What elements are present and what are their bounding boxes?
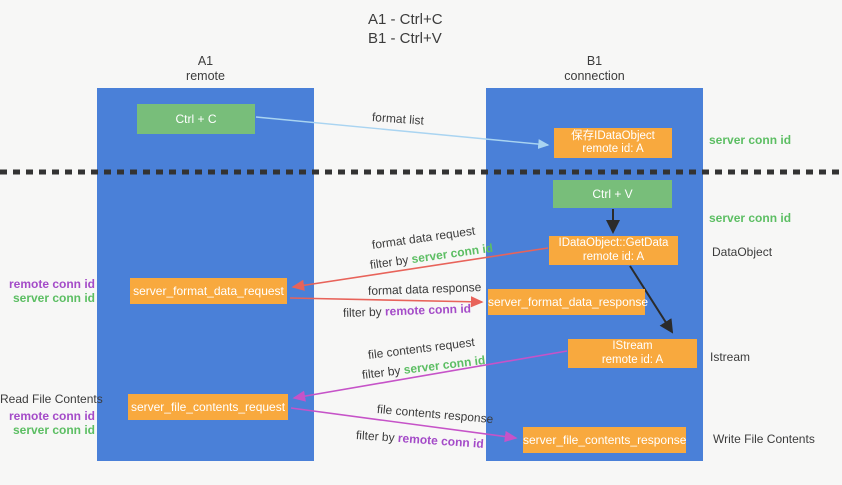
istream-line2: remote id: A	[601, 353, 664, 366]
server-conn-id-left-1: server conn id	[12, 291, 95, 305]
filter-by-remote-conn-id-label-2: filter by remote conn id	[355, 428, 485, 451]
dataobject-side-label: DataObject	[712, 245, 773, 259]
title-line-b1: B1 - Ctrl+V	[368, 30, 442, 47]
format-data-response-label: format data response	[367, 280, 482, 298]
filter-by-remote-conn-id-label-1: filter by remote conn id	[342, 301, 472, 320]
server-file-contents-response-label: server_file_contents_response	[523, 433, 687, 447]
server-format-data-request-label: server_format_data_request	[133, 284, 284, 298]
istream-side-label: Istream	[710, 350, 751, 364]
istream-node: IStream remote id: A	[568, 339, 697, 368]
server-format-data-request-node: server_format_data_request	[130, 278, 287, 304]
diagram-title: A1 - Ctrl+C B1 - Ctrl+V	[368, 10, 443, 48]
ctrl-c-node: Ctrl + C	[137, 104, 255, 134]
server-file-contents-response-node: server_file_contents_response	[523, 427, 686, 453]
server-file-contents-request-label: server_file_contents_request	[130, 400, 286, 414]
title-line-a1: A1 - Ctrl+C	[368, 11, 443, 28]
remote-conn-id-left-1: remote conn id	[8, 277, 95, 291]
server-conn-id-right-top: server conn id	[709, 133, 792, 147]
ctrl-v-label: Ctrl + V	[592, 187, 633, 201]
ctrl-c-label: Ctrl + C	[175, 112, 217, 126]
server-format-data-response-label: server_format_data_response	[488, 295, 649, 309]
ctrl-v-node: Ctrl + V	[553, 180, 672, 208]
server-file-contents-request-node: server_file_contents_request	[128, 394, 288, 420]
read-file-contents-label: Read File Contents	[0, 392, 103, 406]
lane-a1-name: A1	[197, 54, 214, 68]
server-conn-id-right-mid: server conn id	[709, 211, 792, 225]
file-contents-response-label: file contents response	[376, 402, 494, 427]
format-list-label: format list	[371, 110, 425, 128]
server-conn-id-inline-2: server conn id	[402, 352, 486, 377]
remote-conn-id-inline-2: remote conn id	[397, 430, 485, 451]
save-idataobject-node: 保存IDataObject remote id: A	[554, 128, 672, 158]
lane-a1-role: remote	[186, 69, 225, 83]
lane-b1-name: B1	[586, 54, 603, 68]
write-file-contents-label: Write File Contents	[713, 432, 815, 446]
server-conn-id-left-2: server conn id	[12, 423, 95, 437]
server-format-data-response-node: server_format_data_response	[488, 289, 649, 315]
idataobject-getdata-node: IDataObject::GetData remote id: A	[549, 236, 678, 265]
save-idataobject-line1: 保存IDataObject	[571, 129, 655, 142]
lane-b1-role: connection	[564, 69, 625, 83]
getdata-line2: remote id: A	[582, 250, 645, 263]
remote-conn-id-inline-1: remote conn id	[384, 301, 472, 319]
save-idataobject-line2: remote id: A	[582, 143, 644, 155]
remote-conn-id-left-2: remote conn id	[8, 409, 95, 423]
istream-line1: IStream	[612, 340, 653, 352]
getdata-line1: IDataObject::GetData	[558, 237, 669, 249]
lane-header-a1: A1 remote	[97, 54, 314, 84]
lane-header-b1: B1 connection	[486, 54, 703, 84]
